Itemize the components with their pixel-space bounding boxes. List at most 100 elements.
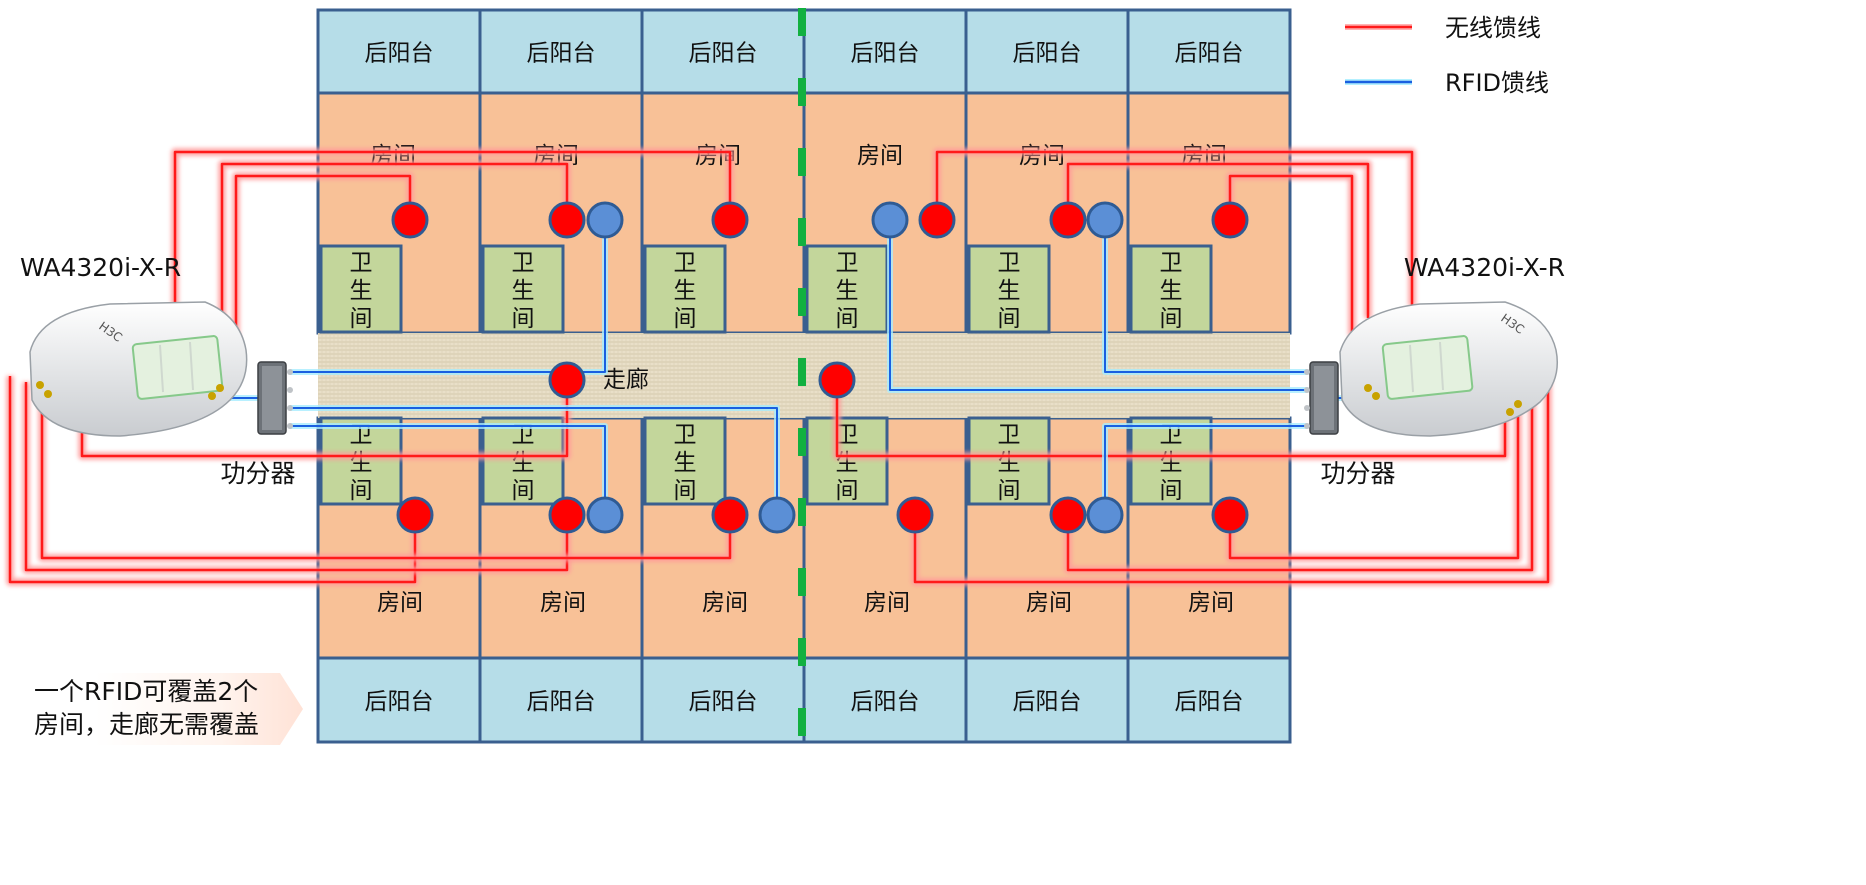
bathroom-label: 生 [512,278,535,304]
ap-right: H3C [1339,301,1558,437]
cable-layer [6,148,1552,586]
balcony-cell [1126,8,1292,95]
room-label-bottom: 房间 [1188,590,1234,616]
wireless-antenna-node [391,201,429,239]
balcony-cell [802,656,968,744]
bathroom-label: 间 [674,306,697,332]
bathroom-label: 卫 [512,250,535,276]
bathroom-label: 生 [1160,278,1183,304]
rfid-antenna-node [1086,201,1124,239]
rfid-antenna-node [586,496,624,534]
bathroom-label: 卫 [998,250,1021,276]
bathroom-label: 卫 [836,250,859,276]
rfid-feeder [889,220,1307,391]
legend-wireless-label: 无线馈线 [1445,14,1541,42]
wireless-feeder [1066,388,1534,572]
corridor-label: 走廊 [603,367,649,393]
ap-left-model-label: WA4320i-X-R [20,253,181,282]
room-label-top: 房间 [1019,143,1065,169]
room-label-top: 房间 [695,143,741,169]
bathroom-cell [643,416,727,506]
wireless-antenna-node [548,496,586,534]
wireless-feeder [234,174,412,336]
coverage-note: 一个RFID可覆盖2个 房间，走廊无需覆盖 [34,673,303,745]
room-label-bottom: 房间 [702,590,748,616]
legend: 无线馈线 RFID馈线 [1345,14,1549,97]
rfid-antenna-node [586,201,624,239]
balcony-label: 后阳台 [1175,41,1244,67]
bathroom-cell [967,416,1051,506]
balcony-label: 后阳台 [1175,689,1244,715]
room-label-bottom: 房间 [377,590,423,616]
room-label-bottom: 房间 [1026,590,1072,616]
balcony-label: 后阳台 [851,41,920,67]
wireless-feeder [1228,174,1354,336]
balcony-label: 后阳台 [851,689,920,715]
balcony-cell [640,656,806,744]
bathroom-label: 卫 [1160,250,1183,276]
bathroom-cell [1129,416,1213,506]
room-label-bottom: 房间 [540,590,586,616]
balcony-label: 后阳台 [1013,41,1082,67]
wireless-antenna-node [818,361,856,399]
bathroom-label: 间 [1160,306,1183,332]
splitter-right-label: 功分器 [1320,459,1395,488]
bathroom-cell [481,416,565,506]
rfid-feeder [290,425,606,515]
wireless-antenna-node [1049,496,1087,534]
splitter-right [1304,361,1339,435]
rfid-feeder [1104,220,1307,373]
wireless-antenna-node [918,201,956,239]
bathroom-cell [481,244,565,334]
bathroom-label: 生 [836,278,859,304]
bathroom-label: 间 [350,306,373,332]
bathroom-label: 生 [350,278,373,304]
wireless-feeder [913,380,1550,584]
rfid-antenna-node [758,496,796,534]
balcony-label: 后阳台 [365,41,434,67]
wireless-antenna-node [711,496,749,534]
wireless-antenna-node [548,361,586,399]
balcony-label: 后阳台 [1013,689,1082,715]
balcony-cell [316,8,482,95]
antenna-nodes [391,201,1249,534]
bathroom-label: 间 [836,306,859,332]
balcony-label: 后阳台 [689,41,758,67]
wireless-feeder [935,150,1414,306]
rfid-antenna-node [1086,496,1124,534]
balcony-label: 后阳台 [527,41,596,67]
legend-rfid-label: RFID馈线 [1445,69,1549,97]
wireless-antenna-node [1211,496,1249,534]
wireless-feeder [40,390,732,560]
splitter-left-label: 功分器 [220,459,295,488]
bathroom-label: 卫 [998,422,1021,448]
wireless-feeder [173,150,732,306]
balcony-label: 后阳台 [365,689,434,715]
bathroom-cell [643,244,727,334]
bathroom-cell [967,244,1051,334]
bathroom-label: 间 [512,478,535,504]
bathroom-label: 生 [998,278,1021,304]
room-label-bottom: 房间 [864,590,910,616]
floor-plan: 后阳台后阳台后阳台后阳台后阳台后阳台后阳台后阳台后阳台后阳台后阳台后阳台卫生间卫… [316,8,1292,744]
bathroom-label: 卫 [674,422,697,448]
bathroom-label: 生 [674,450,697,476]
rfid-feeder [290,220,606,373]
bathroom-label: 间 [1160,478,1183,504]
wireless-antenna-node [711,201,749,239]
rfid-feeder [1104,425,1307,515]
bathroom-label: 卫 [674,250,697,276]
wireless-feeder [24,382,569,572]
note-line-1: 一个RFID可覆盖2个 [34,677,258,706]
bathroom-label: 间 [674,478,697,504]
bathroom-cell [805,416,889,506]
rfid-antenna-node [871,201,909,239]
bathroom-cell [1129,244,1213,334]
bathroom-label: 间 [350,478,373,504]
wireless-antenna-node [1049,201,1087,239]
wireless-antenna-node [896,496,934,534]
wireless-antenna-node [1211,201,1249,239]
wireless-feeder [80,380,569,458]
wireless-feeder [835,380,1507,458]
